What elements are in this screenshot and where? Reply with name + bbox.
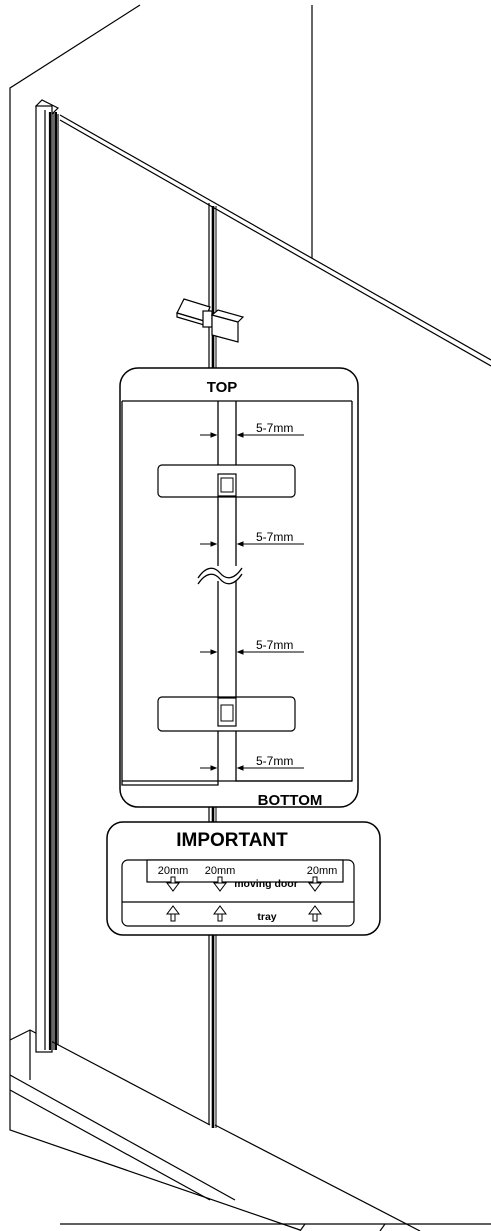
room-outline [9, 4, 491, 1231]
door-arrow-3 [308, 876, 322, 892]
clearance-label-2: 20mm [205, 865, 236, 877]
bottom-heading: BOTTOM [258, 792, 323, 809]
door-arrow-1 [166, 876, 180, 892]
gap-dimension-1 [200, 432, 304, 438]
tray-arrow-2 [213, 905, 227, 922]
top-heading: TOP [207, 379, 238, 396]
gap-label-2: 5-7mm [256, 530, 293, 544]
clearance-label-1: 20mm [158, 865, 189, 877]
gap-detail-panel: TOP BOTTOM 5-7m [119, 367, 359, 809]
shower-tray [9, 1029, 491, 1231]
clearance-label-3: 20mm [307, 865, 338, 877]
tray-label: tray [257, 911, 276, 923]
tray-arrow-1 [166, 905, 180, 922]
detail-upper-hinge [157, 464, 296, 498]
gap-dimension-3 [200, 649, 304, 655]
important-panel: IMPORTANT 20mm 20mm 20mm moving door tra… [106, 821, 381, 936]
break-symbol [196, 566, 244, 585]
gap-label-3: 5-7mm [256, 638, 293, 652]
gap-dimension-2 [200, 541, 304, 547]
gap-dimension-4 [200, 765, 304, 771]
important-heading: IMPORTANT [176, 830, 288, 851]
gap-label-1: 5-7mm [256, 421, 293, 435]
wall-profile [34, 99, 60, 1053]
upper-hinge [176, 298, 245, 343]
detail-lower-hinge [157, 696, 296, 732]
moving-door-label: moving door [234, 878, 298, 890]
gap-label-4: 5-7mm [256, 754, 293, 768]
tray-arrow-3 [308, 905, 322, 922]
door-arrow-2 [213, 876, 227, 892]
